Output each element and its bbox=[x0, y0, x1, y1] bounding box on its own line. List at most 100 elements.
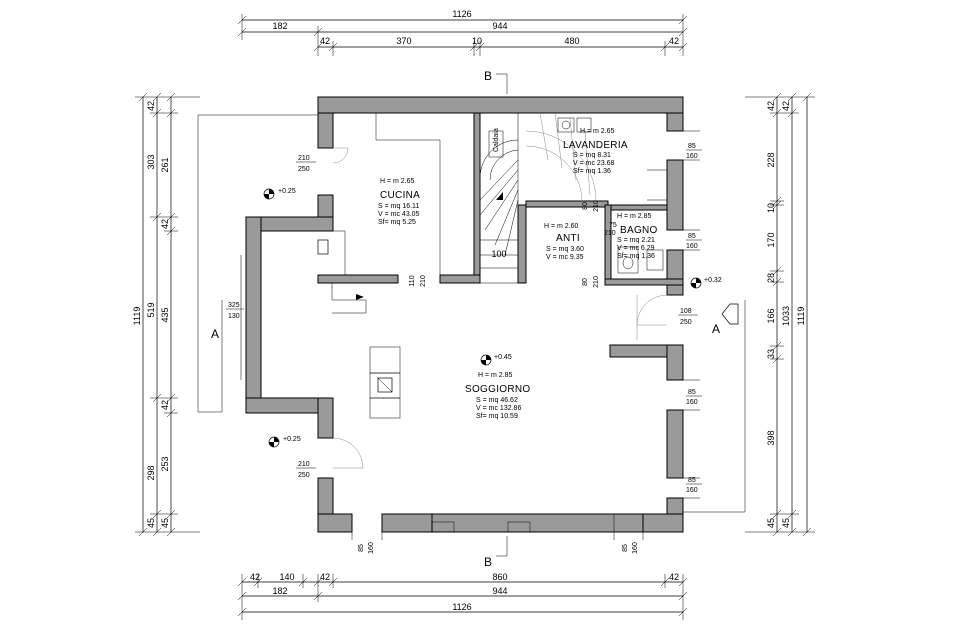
opening-labels: 210 250 325 130 210 250 85 160 85 160 10… bbox=[226, 143, 702, 554]
right-window-1-h: 160 bbox=[686, 153, 698, 160]
dim-left-1119: 1119 bbox=[132, 307, 142, 326]
left-bay-window bbox=[240, 255, 262, 380]
room-bagno: H = m 2.85 BAGNO S = mq 2.21 V = mc 6.29… bbox=[617, 213, 658, 260]
dim-top-182: 182 bbox=[272, 21, 287, 31]
dim-right-166: 166 bbox=[766, 308, 776, 323]
section-markers: A A B B bbox=[197, 69, 746, 569]
right-window-3-w: 85 bbox=[688, 389, 696, 396]
room-lavanderia: H = m 2.65 LAVANDERIA S = mq 8.31 V = mc… bbox=[563, 128, 628, 175]
anti-name: ANTI bbox=[556, 233, 580, 244]
cucina-volume: V = mc 43.05 bbox=[378, 211, 420, 218]
anti-door-top-w: 80 bbox=[582, 202, 589, 210]
dim-left-303: 303 bbox=[146, 154, 156, 169]
level-bottom-left: +0.25 bbox=[283, 436, 301, 443]
right-window-3-h: 160 bbox=[686, 399, 698, 406]
soggiorno-volume: V = mc 132.86 bbox=[476, 405, 521, 412]
soggiorno-height: H = m 2.85 bbox=[478, 372, 513, 379]
section-b-top: B bbox=[484, 69, 492, 83]
anti-area: S = mq 3.60 bbox=[546, 246, 584, 253]
cucina-door-h: 250 bbox=[298, 166, 310, 173]
room-soggiorno: H = m 2.85 SOGGIORNO S = mq 46.62 V = mc… bbox=[465, 372, 530, 420]
anti-door-bottom-h: 210 bbox=[593, 276, 600, 288]
stair-width: 100 bbox=[491, 249, 506, 259]
right-window-1-w: 85 bbox=[688, 143, 696, 150]
dim-left-298: 298 bbox=[146, 465, 156, 480]
cucina-window-area: Sf= mq 5.25 bbox=[378, 219, 416, 226]
left-window-w: 325 bbox=[228, 302, 240, 309]
interior-fittings: Caldaia bbox=[317, 112, 668, 419]
anti-height: H = m 2.60 bbox=[544, 223, 579, 230]
bagno-height: H = m 2.85 bbox=[617, 213, 652, 220]
dim-left-45: 45 bbox=[146, 518, 156, 528]
bagno-door-w: 75 bbox=[609, 222, 617, 229]
bagno-volume: V = mc 6.29 bbox=[617, 245, 655, 252]
level-marker-right-icon bbox=[690, 277, 702, 289]
cucina-door-w: 210 bbox=[298, 155, 310, 162]
section-a-right-arrow bbox=[721, 303, 739, 325]
bagno-name: BAGNO bbox=[620, 225, 658, 236]
dim-bottom-42-a: 42 bbox=[250, 572, 260, 582]
right-window-4-h: 160 bbox=[686, 487, 698, 494]
top-dimensions: 1126 182 944 42 370 10 480 42 bbox=[237, 9, 688, 56]
soggiorno-name: SOGGIORNO bbox=[465, 384, 530, 395]
lavanderia-name: LAVANDERIA bbox=[563, 140, 628, 151]
section-b-bottom: B bbox=[484, 555, 492, 569]
lavanderia-area: S = mq 8.31 bbox=[573, 152, 611, 159]
cucina-name: CUCINA bbox=[380, 190, 420, 201]
dim-top-42-right: 42 bbox=[669, 36, 679, 46]
lavanderia-volume: V = mc 23.68 bbox=[573, 160, 615, 167]
cucina-pass-h: 210 bbox=[420, 275, 427, 287]
right-window-2-w: 85 bbox=[688, 233, 696, 240]
dim-bottom-140: 140 bbox=[279, 572, 294, 582]
dim-left-42-c: 42 bbox=[160, 400, 170, 410]
level-soggiorno: +0.45 bbox=[494, 354, 512, 361]
bottom-window-2-w: 85 bbox=[622, 544, 629, 552]
dim-bottom-42-b: 42 bbox=[320, 572, 330, 582]
dim-right-10: 10 bbox=[766, 203, 776, 213]
dim-right-1119: 1119 bbox=[796, 307, 806, 326]
bottom-dimensions: 42 140 42 860 42 182 944 1126 bbox=[237, 572, 688, 620]
dim-right-45: 45 bbox=[766, 518, 776, 528]
dim-bottom-42-c: 42 bbox=[669, 572, 679, 582]
cucina-area: S = mq 16.11 bbox=[378, 203, 419, 210]
dim-top-1126: 1126 bbox=[452, 9, 471, 19]
bagno-door-h: 210 bbox=[604, 230, 616, 237]
dim-top-42-left: 42 bbox=[320, 36, 330, 46]
anti-volume: V = mc 9.35 bbox=[546, 254, 584, 261]
dim-right-45-b: 45 bbox=[781, 518, 791, 528]
dim-left-435: 435 bbox=[160, 307, 170, 322]
walls bbox=[245, 96, 684, 533]
dim-right-33: 33 bbox=[766, 349, 776, 359]
bagno-window-area: Sf= mq 1.36 bbox=[617, 253, 655, 260]
right-window-4-w: 85 bbox=[688, 477, 696, 484]
right-door-w: 108 bbox=[680, 308, 692, 315]
right-door-h: 250 bbox=[680, 319, 692, 326]
dim-top-480: 480 bbox=[564, 36, 579, 46]
dim-right-398: 398 bbox=[766, 430, 776, 445]
bottom-left-door-h: 250 bbox=[298, 472, 310, 479]
anti-door-top-h: 210 bbox=[593, 200, 600, 212]
bagno-area: S = mq 2.21 bbox=[617, 237, 655, 244]
section-a-left: A bbox=[211, 327, 219, 341]
dim-bottom-860: 860 bbox=[492, 572, 507, 582]
anti-door-bottom-w: 80 bbox=[582, 278, 589, 286]
dim-left-42-b: 42 bbox=[160, 219, 170, 229]
room-anti: H = m 2.60 ANTI S = mq 3.60 V = mc 9.35 bbox=[544, 223, 584, 261]
bottom-window-1-w: 85 bbox=[358, 544, 365, 552]
dim-left-42-top: 42 bbox=[146, 101, 156, 111]
level-marker-top-left-icon bbox=[263, 188, 275, 200]
bottom-windows bbox=[351, 514, 644, 540]
dim-right-1033: 1033 bbox=[781, 306, 791, 326]
dim-left-261: 261 bbox=[160, 157, 170, 172]
soggiorno-window-area: Sf= mq 10.59 bbox=[476, 413, 518, 420]
dim-top-944: 944 bbox=[492, 21, 507, 31]
lavanderia-window-area: Sf= mq 1.36 bbox=[573, 168, 611, 175]
dim-bottom-1126: 1126 bbox=[452, 602, 471, 612]
dim-left-45-b: 45 bbox=[160, 518, 170, 528]
dim-top-370: 370 bbox=[396, 36, 411, 46]
soggiorno-area: S = mq 46.62 bbox=[476, 397, 518, 404]
dim-bottom-944: 944 bbox=[492, 586, 507, 596]
dim-right-28: 28 bbox=[766, 273, 776, 283]
room-cucina: H = m 2.65 CUCINA S = mq 16.11 V = mc 43… bbox=[378, 178, 420, 226]
